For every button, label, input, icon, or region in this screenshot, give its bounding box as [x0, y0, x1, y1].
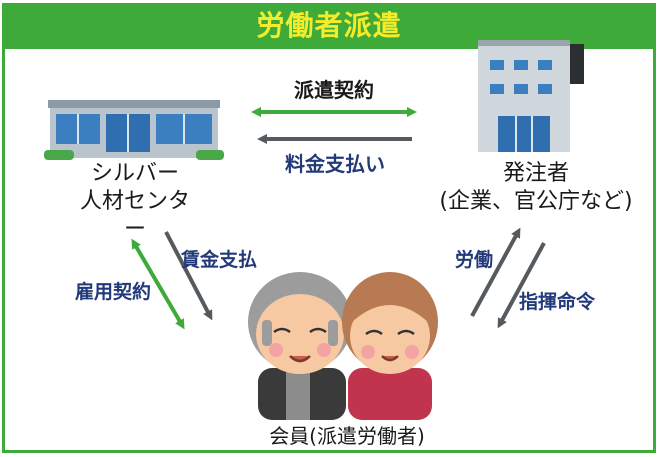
client-line2: (企業、官公庁など): [439, 189, 633, 214]
member-label: 会員(派遣労働者): [269, 424, 425, 448]
building-icon: [44, 100, 224, 160]
diagram-title: 労働者派遣: [256, 9, 402, 42]
instruction-label: 指揮命令: [518, 291, 595, 313]
labor-arrow: [470, 227, 521, 317]
wage-payment-label: 賃金支払: [180, 249, 257, 271]
office-tower-icon: [478, 40, 584, 152]
silver-center-line2: 人材センター: [79, 189, 190, 242]
client-line1: 発注者: [502, 161, 569, 186]
fee-payment-label: 料金支払い: [285, 152, 385, 176]
instruction-arrow: [497, 242, 546, 329]
employment-contract-arrow: [131, 238, 185, 330]
title-bar: 労働者派遣: [2, 3, 656, 49]
elderly-couple-icon: [248, 272, 438, 420]
client-label: 発注者 (企業、官公庁など): [426, 160, 646, 216]
labor-label: 労働: [454, 249, 493, 271]
silver-center-line1: シルバー: [90, 161, 179, 186]
silver-center-label: シルバー 人材センター: [70, 160, 200, 244]
dispatch-contract-label: 派遣契約: [294, 78, 374, 102]
employment-contract-label: 雇用契約: [74, 281, 151, 303]
wage-payment-arrow: [164, 231, 213, 321]
